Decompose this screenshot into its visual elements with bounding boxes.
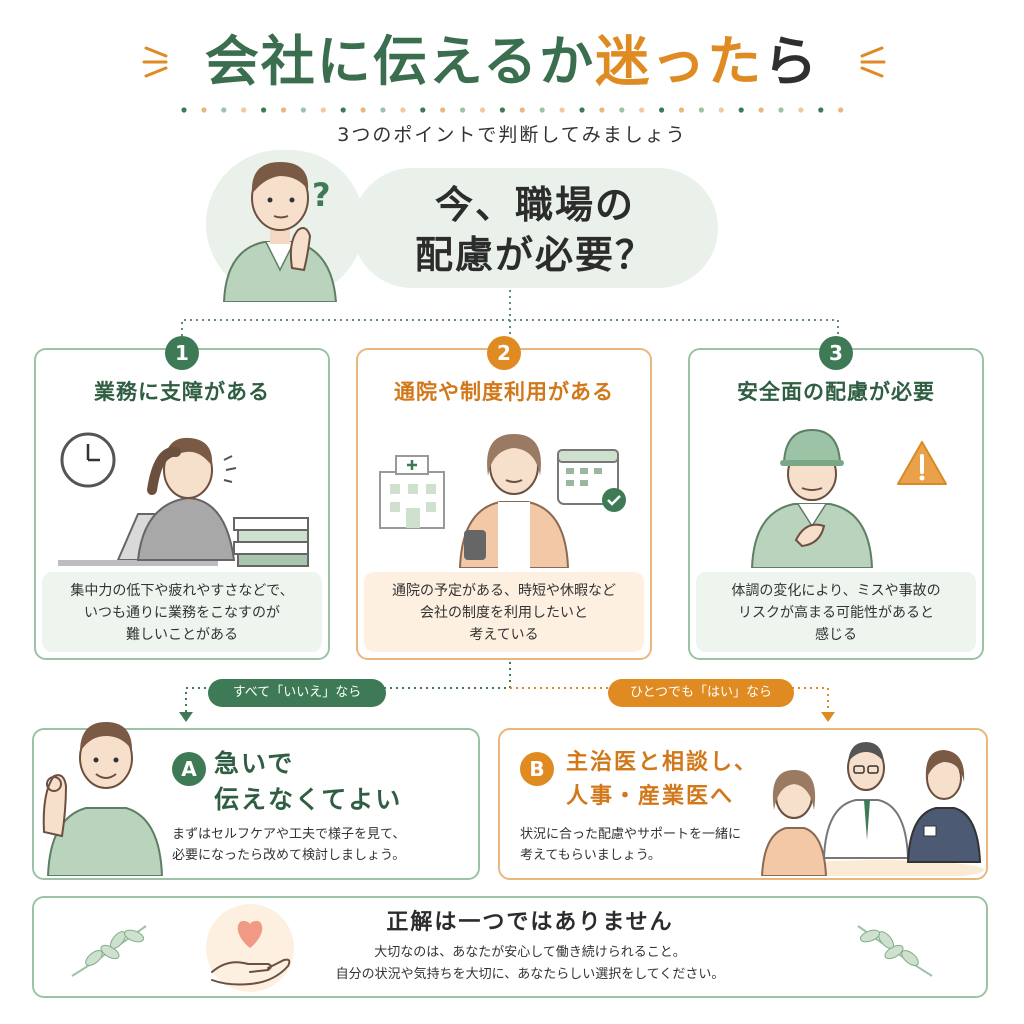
heart-in-hand-icon (206, 904, 294, 992)
question-text: 今、職場の 配慮が必要？ (414, 183, 655, 277)
emphasis-burst-right-icon (860, 46, 886, 78)
point-title-1: 業務に支障がある (94, 380, 270, 404)
outcome-letter-b: B (520, 752, 554, 786)
point-number-2: 2 (487, 336, 521, 370)
outcome-text-b: 状況に合った配慮やサポートを一緒に 考えてもらいましょう。 (520, 827, 742, 863)
branch-label-yes: ひとつでも「はい」なら (608, 679, 794, 707)
ok-sign-person-illustration (42, 722, 164, 876)
branch-connector-lines (181, 290, 839, 336)
point-title-2: 通院や制度利用がある (394, 380, 614, 404)
question-bubble (352, 168, 718, 288)
leaf-branch-right-icon (857, 925, 933, 977)
point-description-3: 体調の変化により、ミスや事故の リスクが高まる可能性があると 感じる (696, 572, 976, 652)
clinic-visit-illustration (379, 434, 626, 568)
outcome-title-b: 主治医と相談し、 人事・産業医へ (566, 750, 759, 809)
point-number-3: 3 (819, 336, 853, 370)
point-description-2: 通院の予定がある、時短や休暇など 会社の制度を利用したいと 考えている (364, 572, 644, 652)
outcome-text-a: まずはセルフケアや工夫で様子を見て、 必要になったら改めて検討しましょう。 (172, 827, 406, 863)
thinking-person-illustration (222, 162, 338, 302)
leaf-branch-left-icon (71, 925, 147, 977)
branch-label-no: すべて「いいえ」なら (208, 679, 386, 707)
advice-text: 大切なのは、あなたが安心して働き続けられること。 自分の状況や気持ちを大切に、あ… (335, 945, 725, 982)
tired-worker-illustration (58, 432, 309, 567)
question-mark-icon: ? (312, 176, 331, 214)
point-number-1: 1 (165, 336, 199, 370)
outcome-title-a: 急いで 伝えなくてよい (214, 749, 403, 814)
decorative-dot-divider (181, 107, 844, 113)
outcome-letter-a: A (172, 752, 206, 786)
page-title: 会社に伝えるか迷ったら (204, 30, 820, 93)
advice-box (32, 896, 988, 998)
advice-title: 正解は一つではありません (386, 910, 674, 935)
emphasis-burst-left-icon (142, 46, 168, 78)
point-title-3: 安全面の配慮が必要 (737, 380, 935, 404)
consultation-meeting-illustration (760, 742, 984, 876)
point-description-1: 集中力の低下や疲れやすさなどで、 いつも通りに業務をこなすのが 難しいことがある (42, 572, 322, 652)
safety-worker-illustration (750, 428, 947, 568)
subtitle: 3つのポイントで判断してみましょう (337, 124, 687, 146)
